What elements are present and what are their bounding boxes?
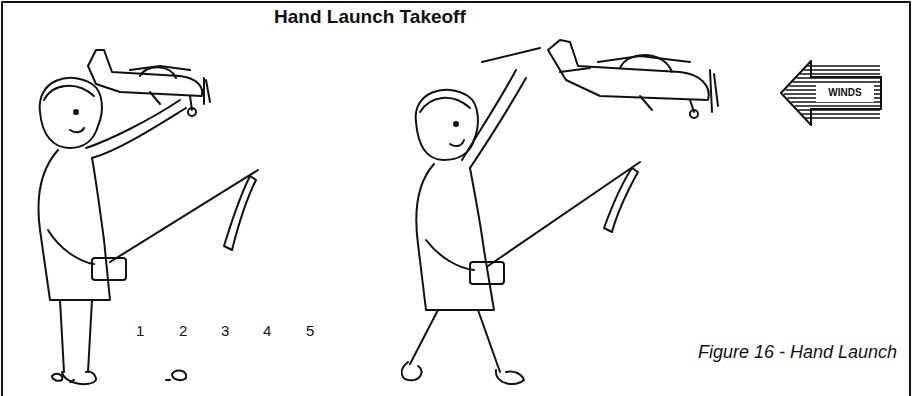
diagram-title: Hand Launch Takeoff xyxy=(274,6,466,28)
step-number: 1 xyxy=(136,322,144,339)
arrow-label: WINDS xyxy=(816,84,874,102)
step-number: 3 xyxy=(221,322,229,339)
model-airplane xyxy=(88,50,210,116)
hatch-line xyxy=(793,81,880,82)
boy-standing xyxy=(39,78,186,384)
antenna xyxy=(110,170,258,262)
figure-caption: Figure 16 - Hand Launch xyxy=(698,342,897,363)
hatch-line xyxy=(802,113,880,114)
step-number: 2 xyxy=(179,322,187,339)
pebbles xyxy=(52,374,74,382)
step-number: 5 xyxy=(306,322,314,339)
streamer xyxy=(604,168,638,232)
pebbles xyxy=(166,371,186,381)
hatch-line xyxy=(795,105,880,106)
arrow-shape xyxy=(781,61,881,125)
model-airplane xyxy=(548,40,718,118)
hatch-line xyxy=(797,77,881,78)
wind-arrow: WINDS xyxy=(780,60,882,126)
hatch-line xyxy=(800,73,880,74)
hatch-line xyxy=(806,117,881,118)
step-number: 4 xyxy=(263,322,271,339)
antenna xyxy=(488,162,640,266)
hatch-line xyxy=(807,65,880,66)
streamer xyxy=(224,176,256,250)
boy-walking xyxy=(402,70,526,384)
hatch-line xyxy=(804,69,880,70)
hatch-line xyxy=(798,109,880,110)
